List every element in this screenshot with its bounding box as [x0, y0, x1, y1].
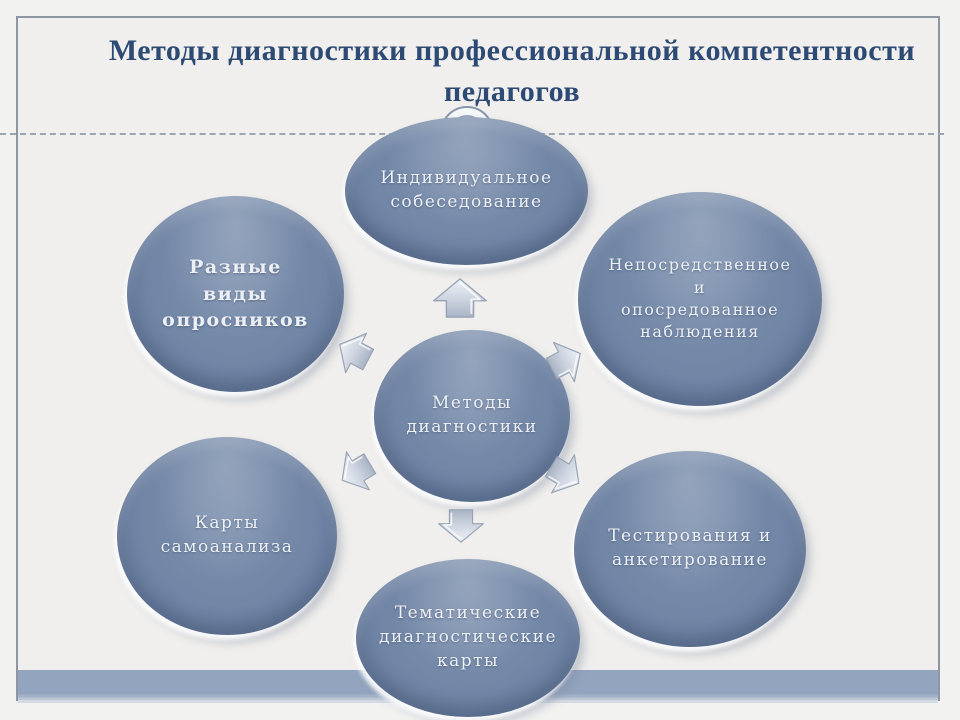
node-label: Непосредственное и опосредованное наблюд…	[608, 255, 792, 342]
node-questionnaire-types: Разные виды опросников	[127, 196, 344, 392]
node-label: Индивидуальное собеседование	[380, 168, 553, 212]
node-label: Методы диагностики	[406, 393, 538, 437]
node-label: Тематические диагностические карты	[379, 603, 557, 671]
node-testing-surveys: Тестирования и анкетирование	[574, 451, 806, 647]
node-direct-indirect-observation: Непосредственное и опосредованное наблюд…	[578, 192, 822, 406]
node-label: Карты самоанализа	[160, 513, 294, 557]
arrow-up-icon	[431, 278, 489, 318]
node-self-analysis-cards: Карты самоанализа	[117, 437, 337, 635]
node-label: Разные виды опросников	[162, 256, 309, 332]
arrow-down-icon	[436, 509, 486, 543]
node-individual-interview: Индивидуальное собеседование	[345, 117, 588, 265]
node-center-diagnostic-methods: Методы диагностики	[374, 330, 570, 502]
node-thematic-diagnostic-cards: Тематические диагностические карты	[356, 559, 580, 717]
slide-title: Методы диагностики профессиональной комп…	[108, 34, 916, 108]
node-label: Тестирования и анкетирование	[608, 526, 772, 570]
